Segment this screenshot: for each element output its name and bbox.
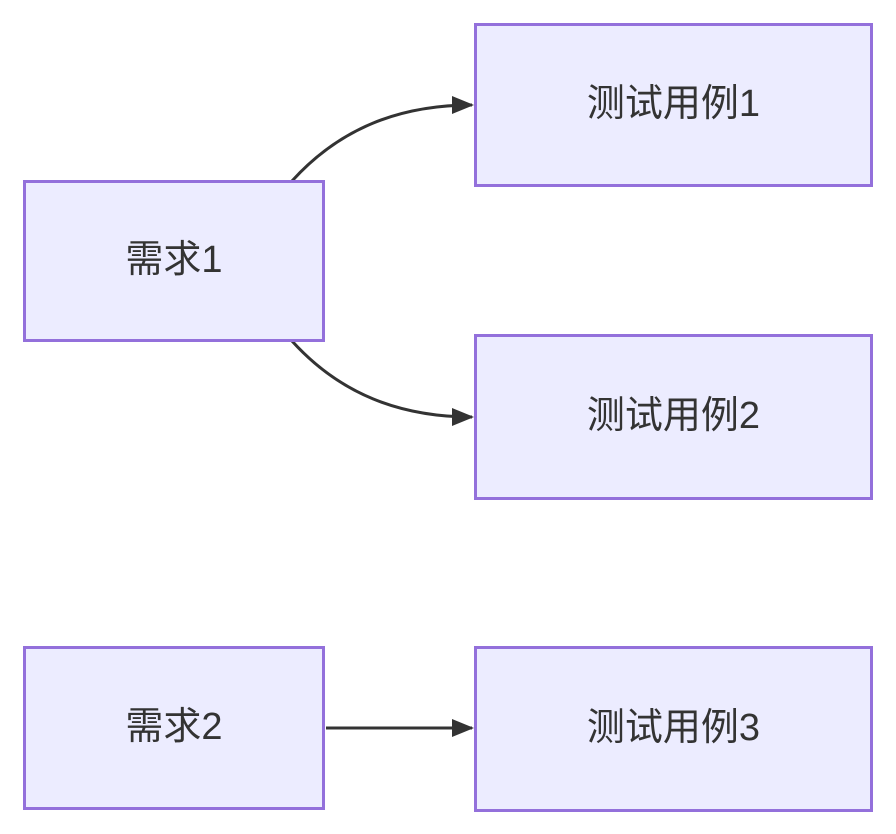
- node-req2: 需求2: [23, 646, 325, 810]
- node-req1: 需求1: [23, 180, 325, 342]
- node-req1-label: 需求1: [125, 239, 223, 282]
- node-testcase3: 测试用例3: [474, 646, 873, 812]
- node-testcase2-label: 测试用例2: [586, 395, 761, 438]
- edge-req1-to-tc2: [290, 339, 474, 426]
- node-testcase1-label: 测试用例1: [586, 83, 761, 126]
- node-testcase3-label: 测试用例3: [586, 707, 761, 750]
- node-req2-label: 需求2: [125, 706, 223, 749]
- node-testcase2: 测试用例2: [474, 334, 873, 500]
- node-testcase1: 测试用例1: [474, 23, 873, 187]
- edge-req1-to-tc1: [290, 96, 474, 183]
